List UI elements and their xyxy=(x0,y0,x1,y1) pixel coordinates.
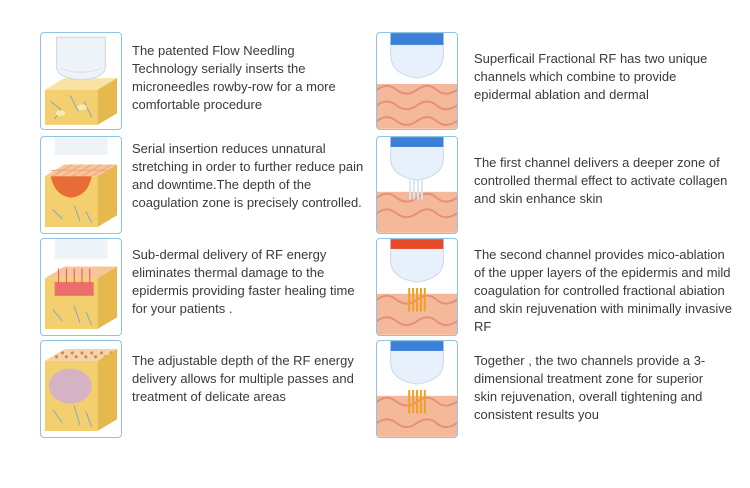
rf-tip-red-ablation-icon xyxy=(377,239,457,335)
subdermal-rf-illustration xyxy=(40,238,122,336)
left-item-4-text: The adjustable depth of the RF energy de… xyxy=(132,353,354,404)
right-item-1-text: Superficail Fractional RF has two unique… xyxy=(474,51,708,102)
three-dimensional-zone-illustration xyxy=(376,340,458,438)
skin-cube-handpiece-icon xyxy=(44,36,118,125)
right-item-2-text: The first channel delivers a deeper zone… xyxy=(474,155,728,206)
skin-cube-subdermal-icon xyxy=(44,239,118,329)
rf-tip-3d-zone-icon xyxy=(377,341,457,437)
serial-insertion-illustration xyxy=(40,136,122,234)
left-item-1-text: The patented Flow Needling Technology se… xyxy=(132,43,336,112)
first-channel-illustration xyxy=(376,136,458,234)
adjustable-depth-illustration xyxy=(40,340,122,438)
flow-needling-illustration xyxy=(40,32,122,130)
rf-tip-deep-zone-icon xyxy=(377,137,457,233)
rf-tip-blue-icon xyxy=(377,33,457,129)
skin-cube-coagulation-icon xyxy=(44,137,118,227)
skin-cube-microneedle-grid-icon xyxy=(44,349,118,431)
fractional-rf-illustration xyxy=(376,32,458,130)
right-item-4-text: Together , the two channels provide a 3-… xyxy=(474,353,706,422)
second-channel-illustration xyxy=(376,238,458,336)
left-item-2-text: Serial insertion reduces unnatural stret… xyxy=(132,141,364,210)
right-item-3-text: The second channel provides mico-ablatio… xyxy=(474,247,732,334)
left-item-3-text: Sub-dermal delivery of RF energy elimina… xyxy=(132,247,355,316)
